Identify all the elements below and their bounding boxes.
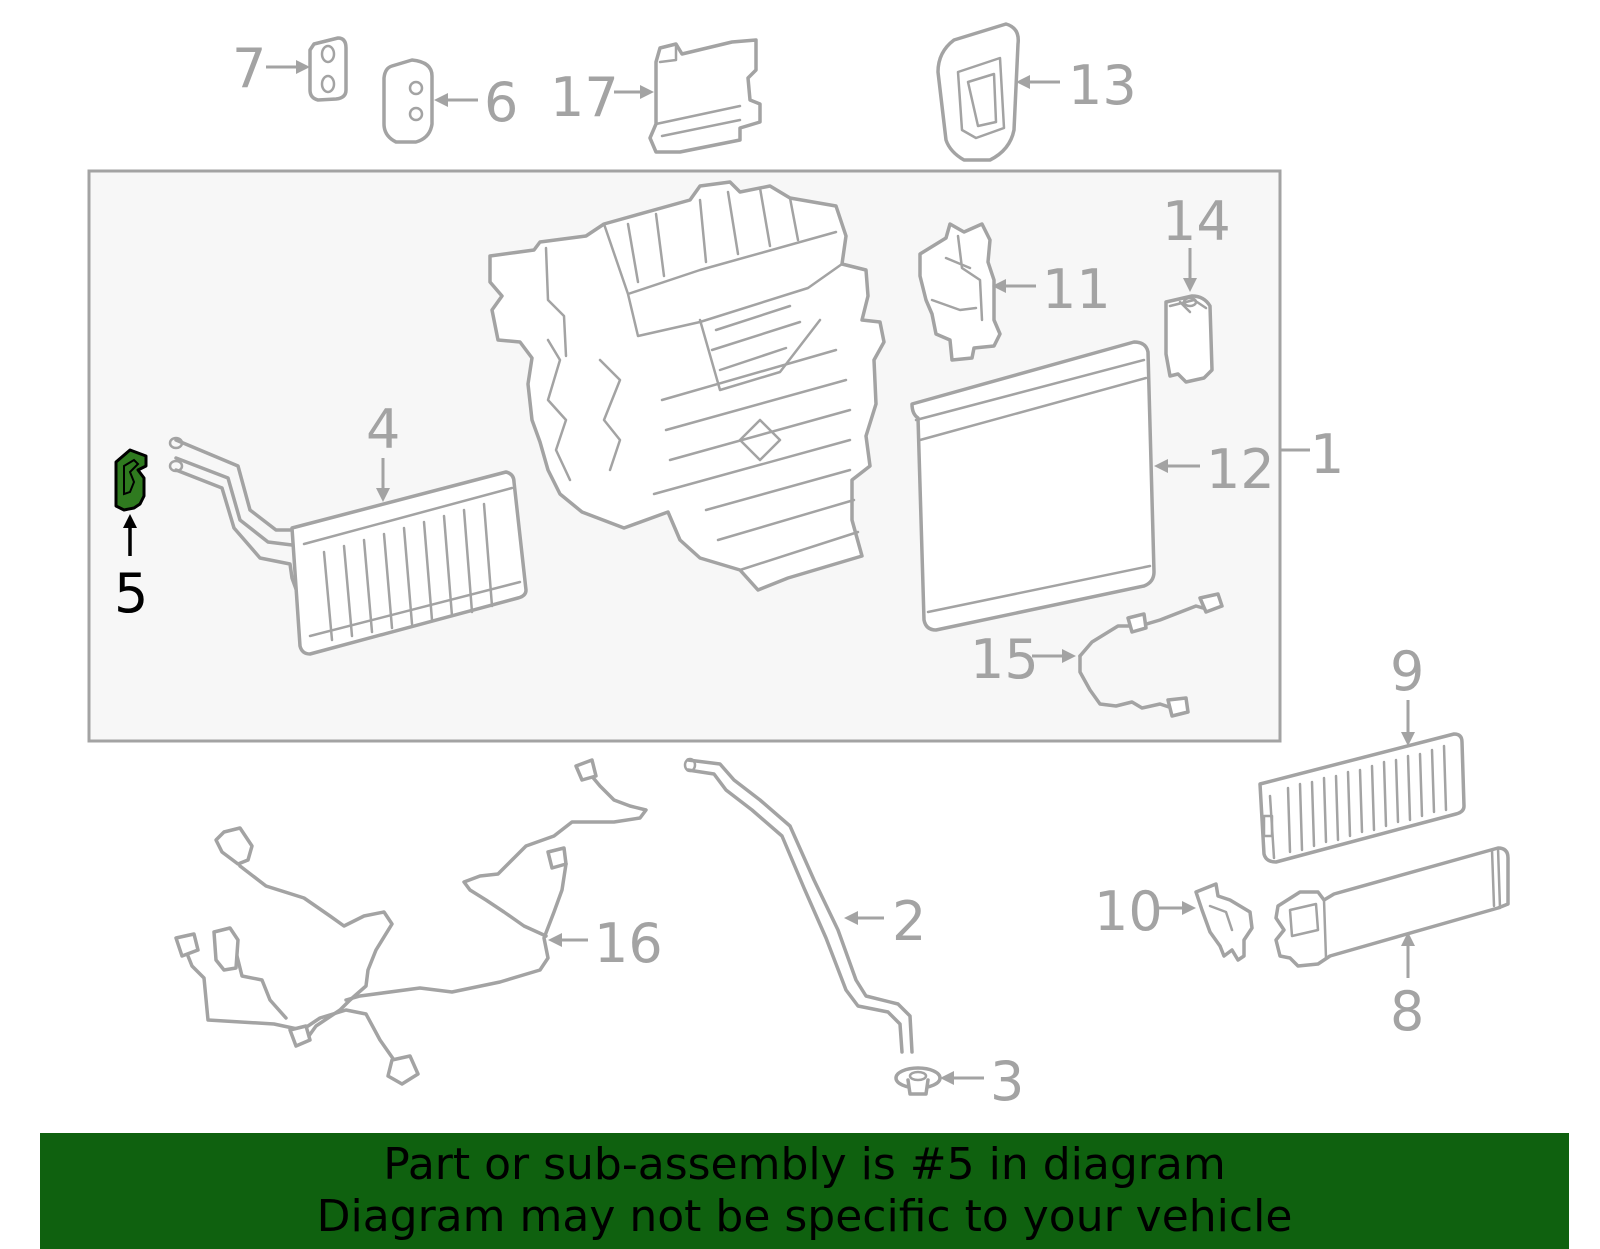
info-banner: Part or sub-assembly is #5 in diagram Di…: [40, 1133, 1569, 1249]
callout-5[interactable]: 5: [114, 562, 148, 625]
part-15-wire-harness[interactable]: [1078, 592, 1224, 718]
banner-line-part: Part or sub-assembly is #5 in diagram: [383, 1139, 1226, 1190]
callout-4[interactable]: 4: [366, 398, 400, 461]
part-16-wire-harness[interactable]: [174, 758, 648, 1086]
part-5-bracket[interactable]: [114, 448, 148, 512]
callout-11[interactable]: 11: [1042, 258, 1111, 321]
callout-10[interactable]: 10: [1094, 880, 1163, 943]
part-13-duct[interactable]: [936, 22, 1020, 162]
callout-14[interactable]: 14: [1162, 190, 1231, 253]
callout-6[interactable]: 6: [484, 71, 518, 134]
part-3-grommet[interactable]: [894, 1066, 942, 1096]
callout-1[interactable]: 1: [1310, 423, 1344, 486]
part-1-hvac-case[interactable]: [488, 180, 886, 592]
part-7-gasket[interactable]: [308, 36, 348, 102]
part-9-cabin-filter[interactable]: [1258, 732, 1466, 864]
part-14-sensor[interactable]: [1164, 294, 1214, 384]
callout-9[interactable]: 9: [1390, 640, 1424, 703]
part-4-heater-core[interactable]: [168, 436, 528, 656]
part-11-actuator[interactable]: [918, 222, 1002, 362]
callout-8[interactable]: 8: [1390, 980, 1424, 1043]
callout-16[interactable]: 16: [594, 912, 663, 975]
part-10-bracket[interactable]: [1194, 882, 1254, 962]
callout-15[interactable]: 15: [970, 628, 1039, 691]
banner-line-disclaimer: Diagram may not be specific to your vehi…: [316, 1191, 1293, 1242]
part-8-filter-housing[interactable]: [1274, 846, 1510, 968]
part-17-control-module[interactable]: [648, 38, 762, 154]
callout-2[interactable]: 2: [892, 890, 926, 953]
part-12-evaporator[interactable]: [910, 340, 1156, 632]
part-2-drain-hose[interactable]: [683, 757, 914, 1054]
part-6-seal[interactable]: [382, 58, 434, 144]
callout-3[interactable]: 3: [990, 1050, 1024, 1113]
callout-13[interactable]: 13: [1068, 54, 1137, 117]
callout-7[interactable]: 7: [232, 37, 266, 100]
callout-17[interactable]: 17: [550, 66, 619, 129]
callout-12[interactable]: 12: [1206, 438, 1275, 501]
